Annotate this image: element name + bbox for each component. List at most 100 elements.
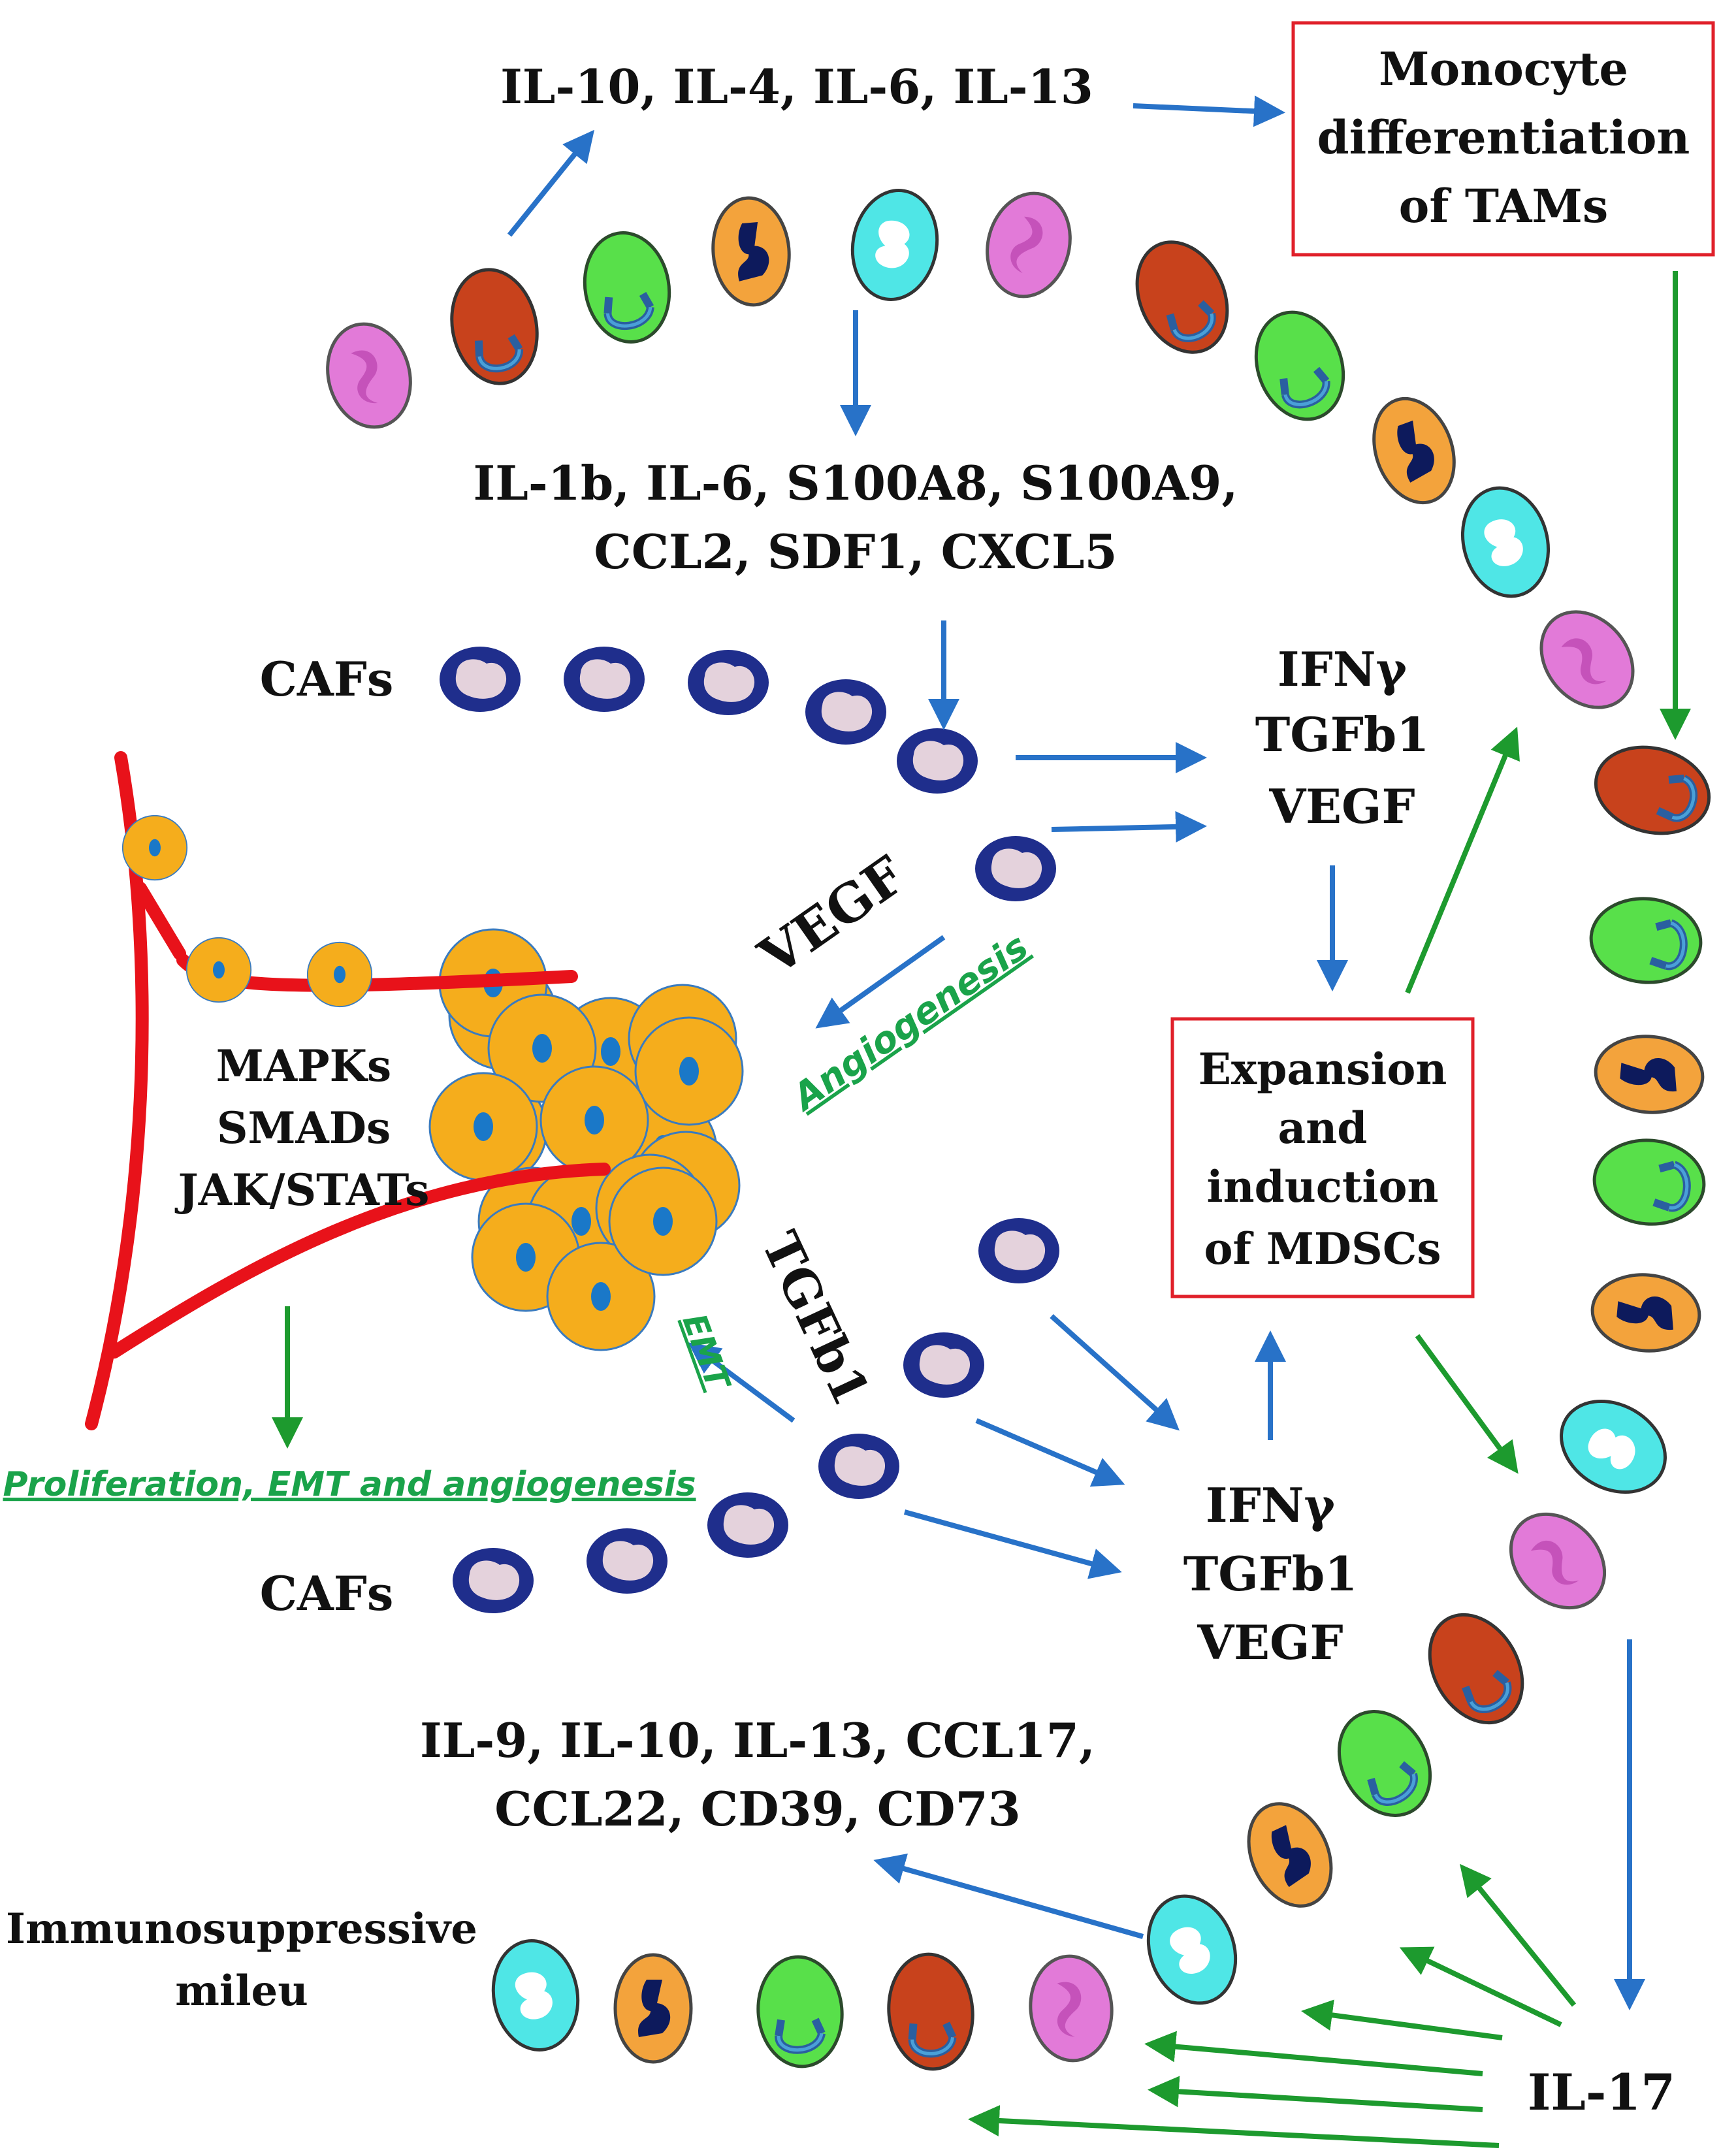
tumor-cell-icon bbox=[121, 814, 188, 881]
green-cell-icon bbox=[1321, 1695, 1449, 1831]
caf-cell-icon bbox=[440, 647, 521, 712]
blue-arrows bbox=[507, 95, 1645, 2010]
immuno-line-2: mileu bbox=[175, 1967, 308, 2016]
caf-cell-icon bbox=[975, 836, 1056, 901]
tumor-cell-icon bbox=[306, 941, 373, 1008]
tam-box-line-3: of TAMs bbox=[1399, 179, 1609, 233]
pink-cell-icon bbox=[1026, 1953, 1116, 2064]
caf-cell-icon bbox=[903, 1332, 984, 1398]
green-cell-icon bbox=[576, 226, 677, 349]
cafs-top-label: CAFs bbox=[260, 651, 394, 707]
cyan-cell-icon bbox=[485, 1934, 586, 2057]
il17-label: IL-17 bbox=[1528, 2063, 1675, 2121]
caf-cell-icon bbox=[818, 1434, 899, 1499]
arrow bbox=[815, 935, 946, 1029]
caf-cell-icon bbox=[805, 679, 886, 745]
arrow bbox=[1133, 95, 1285, 127]
factors-lower-ifng: IFNγ bbox=[1206, 1477, 1336, 1533]
top-cytokines-label: IL-10, IL-4, IL-6, IL-13 bbox=[500, 59, 1093, 114]
pink-cell-icon bbox=[1492, 1496, 1624, 1627]
tumor-mass bbox=[428, 928, 744, 1351]
arrow bbox=[903, 1509, 1122, 1579]
tumor-cell-icon bbox=[608, 1166, 718, 1276]
mdsc-box-line-3: induction bbox=[1207, 1161, 1439, 1212]
red-cell-icon bbox=[884, 1951, 978, 2072]
arrow bbox=[1144, 2031, 1483, 2076]
mid-cytokines-line-2: CCL2, SDF1, CXCL5 bbox=[594, 524, 1117, 579]
green-cell-icon bbox=[1242, 300, 1358, 432]
bottom-cytokines-line-2: CCL22, CD39, CD73 bbox=[494, 1781, 1021, 1837]
cyan-cell-icon bbox=[1134, 1884, 1250, 2016]
pink-cell-icon bbox=[316, 315, 421, 437]
arrow bbox=[1399, 1946, 1562, 2027]
caf-cell-icon bbox=[587, 1528, 667, 1594]
cyan-cell-icon bbox=[844, 184, 945, 306]
tumor-cell-icon bbox=[185, 937, 252, 1003]
blood-vessel bbox=[85, 751, 611, 1430]
emt-label: EMT bbox=[675, 1309, 738, 1396]
arrow bbox=[1051, 811, 1207, 843]
green-cell-icon bbox=[1588, 894, 1705, 987]
tumor-cell-icon bbox=[428, 1072, 538, 1182]
proliferation-label: Proliferation, EMT and angiogenesis bbox=[3, 1465, 696, 1504]
mdsc-box-line-2: and bbox=[1278, 1102, 1368, 1153]
orange-cell-icon bbox=[1233, 1790, 1347, 1920]
green-cell-icon bbox=[754, 1954, 846, 2070]
pathway-jak-stats: JAK/STATs bbox=[175, 1165, 430, 1215]
immuno-line-1: Immunosuppressive bbox=[6, 1905, 477, 1954]
cyan-cell-icon bbox=[1451, 478, 1560, 605]
factors-lower-tgfb1: TGFb1 bbox=[1183, 1546, 1358, 1601]
arrow bbox=[975, 1418, 1125, 1487]
arrow bbox=[1415, 1334, 1519, 1474]
arrow bbox=[873, 1853, 1144, 1939]
caf-cells-upper bbox=[440, 647, 1056, 901]
arrow bbox=[968, 2105, 1500, 2148]
arrow bbox=[1459, 1863, 1577, 2007]
red-cell-icon bbox=[1120, 227, 1244, 367]
tam-box bbox=[1291, 21, 1715, 257]
arrow bbox=[1405, 726, 1520, 994]
red-cell-icon bbox=[442, 262, 547, 392]
mdsc-box-line-1: Expansion bbox=[1198, 1044, 1447, 1095]
tam-box-line-1: Monocyte bbox=[1379, 42, 1628, 96]
pink-cell-icon bbox=[976, 184, 1081, 306]
tumor-cell-icon bbox=[634, 1016, 744, 1126]
red-cell-icon bbox=[1586, 735, 1718, 845]
arrow bbox=[1301, 1999, 1503, 2040]
green-cell-icon bbox=[1591, 1136, 1708, 1229]
vegf-label: VEGF bbox=[748, 844, 916, 988]
caf-cell-icon bbox=[707, 1492, 788, 1558]
orange-cell-icon bbox=[615, 1955, 691, 2062]
factors-upper-ifng: IFNγ bbox=[1278, 641, 1407, 697]
arrow bbox=[1050, 1314, 1180, 1431]
mdsc-box-line-4: of MDSCs bbox=[1204, 1223, 1441, 1274]
bottom-cytokines-line-1: IL-9, IL-10, IL-13, CCL17, bbox=[420, 1713, 1095, 1768]
pathway-mapks: MAPKs bbox=[216, 1040, 391, 1091]
factors-lower-vegf: VEGF bbox=[1197, 1615, 1343, 1670]
caf-cell-icon bbox=[564, 647, 645, 712]
factors-upper-vegf: VEGF bbox=[1268, 779, 1415, 834]
cyan-cell-icon bbox=[1545, 1383, 1681, 1511]
arrow bbox=[507, 129, 595, 237]
green-arrows bbox=[272, 271, 1691, 2148]
orange-cell-icon bbox=[709, 195, 794, 308]
orange-cell-icon bbox=[1592, 1032, 1705, 1117]
arrow bbox=[1148, 2076, 1483, 2112]
orange-cell-icon bbox=[1589, 1270, 1702, 1355]
mdsc-box bbox=[1170, 1017, 1475, 1298]
pathway-smads: SMADs bbox=[217, 1102, 391, 1153]
pink-cell-icon bbox=[1522, 594, 1652, 726]
tgfb1-label: TGFb1 bbox=[750, 1223, 881, 1414]
caf-cell-icon bbox=[978, 1218, 1059, 1283]
arrow bbox=[688, 1342, 796, 1423]
cafs-bottom-label: CAFs bbox=[260, 1566, 394, 1621]
orange-cell-icon bbox=[1360, 387, 1468, 514]
caf-cell-icon bbox=[453, 1548, 534, 1613]
red-cell-icon bbox=[1411, 1598, 1541, 1739]
caf-cell-icon bbox=[897, 728, 978, 794]
factors-upper-tgfb1: TGFb1 bbox=[1255, 707, 1430, 762]
tam-box-line-2: differentiation bbox=[1317, 110, 1690, 165]
caf-cell-icon bbox=[688, 650, 769, 715]
mid-cytokines-line-1: IL-1b, IL-6, S100A8, S100A9, bbox=[474, 455, 1238, 511]
